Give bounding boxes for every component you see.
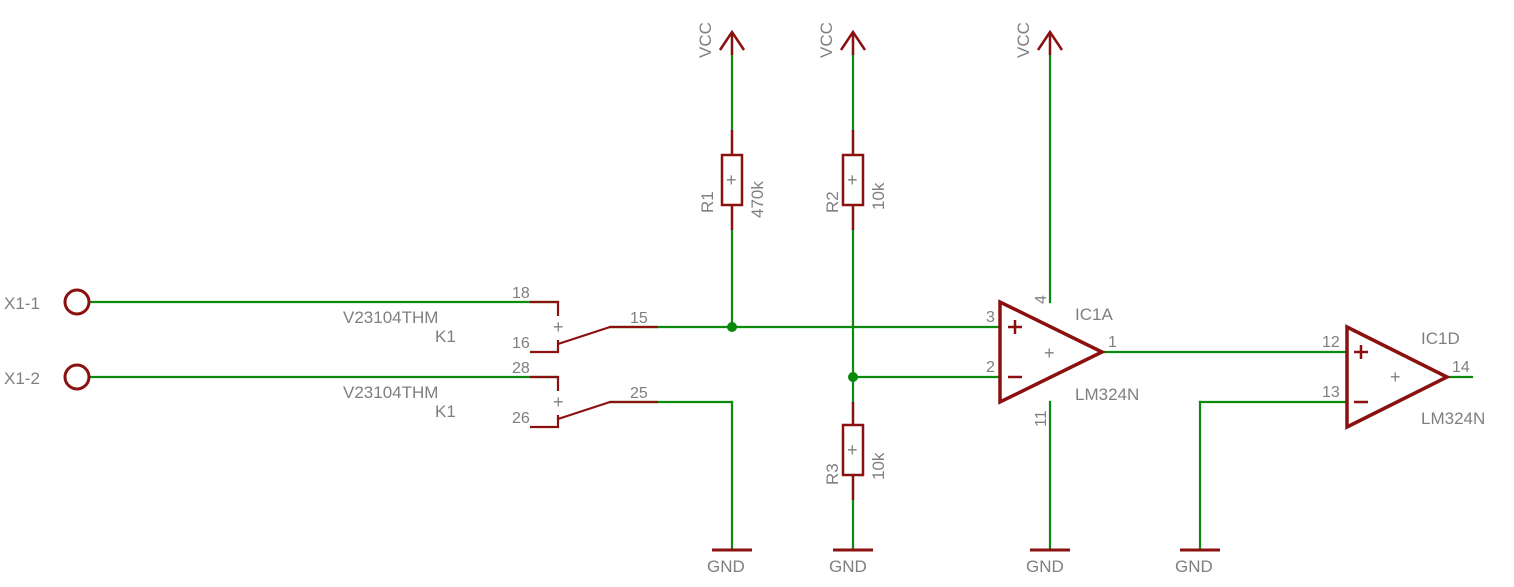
contact-arm [557,400,611,421]
vcc-label: VCC [1014,22,1033,58]
opamp-ic1d [1345,324,1451,430]
pad-icon [63,363,91,391]
ic1d-pin-12: 12 [1322,334,1340,351]
ic1a-pin-2: 2 [986,359,995,376]
r1-ref-label: R1 [698,191,717,213]
r3-ref-label: R3 [823,463,842,485]
contact-28-lead [530,375,560,391]
relay-contact-2 [530,375,658,429]
opamp-ic1a [998,299,1106,405]
relay-pin-18: 18 [512,285,530,302]
ic1a-pin-3: 3 [986,309,995,326]
opamp-origin-mark: + [1044,343,1055,363]
ic1a-pin-11: 11 [1033,410,1050,427]
wires [88,48,1474,552]
opamp-triangle-icon [998,299,1106,405]
r2-ref-label: R2 [823,191,842,213]
contact-18-lead [530,300,560,316]
relay-pin-26: 26 [512,410,530,427]
relay-pin-15: 15 [630,310,648,327]
opamp-triangle-icon [1345,324,1451,430]
junction-dot [727,322,737,332]
ic1a-pin-4: 4 [1033,295,1050,304]
relay-plus-mark: + [553,392,564,412]
relay-part-label: V23104THM [343,308,438,327]
relay-plus-mark: + [553,317,564,337]
gnd-label: GND [1026,557,1064,576]
connector-x1-1: X1-1 [4,288,91,316]
ic1a-ref-label: IC1A [1075,305,1113,324]
relay-part-label: V23104THM [343,383,438,402]
pad-icon [63,288,91,316]
gnd-label: GND [707,557,745,576]
junction-dot [848,372,858,382]
gnd-label: GND [829,557,867,576]
r1-value-label: 470k [748,181,767,218]
connector-label: X1-2 [4,369,40,388]
connector-label: X1-1 [4,294,40,313]
ic1a-part-label: LM324N [1075,385,1139,404]
relay-ref-label: K1 [435,402,456,421]
vcc-label: VCC [817,22,836,58]
ic1d-pin-13: 13 [1322,384,1340,401]
ic1a-pin-1: 1 [1108,334,1117,351]
relay-contact-1 [530,300,658,354]
gnd-label: GND [1175,557,1213,576]
resistor-origin-mark: + [847,440,858,460]
ic1d-part-label: LM324N [1421,409,1485,428]
r2-value-label: 10k [869,182,888,210]
connector-x1-2: X1-2 [4,363,91,391]
relay-ref-label: K1 [435,327,456,346]
r3-value-label: 10k [869,452,888,480]
contact-arm [557,325,611,346]
contact-16-lead [530,340,560,354]
contact-26-lead [530,415,560,429]
ic1d-pin-14: 14 [1452,359,1470,376]
resistor-origin-mark: + [726,170,737,190]
vcc-label: VCC [696,22,715,58]
relay-pin-16: 16 [512,335,530,352]
opamp-origin-mark: + [1390,367,1401,387]
ic1d-ref-label: IC1D [1421,329,1460,348]
relay-pin-28: 28 [512,360,530,377]
resistor-origin-mark: + [847,170,858,190]
relay-pin-25: 25 [630,385,648,402]
